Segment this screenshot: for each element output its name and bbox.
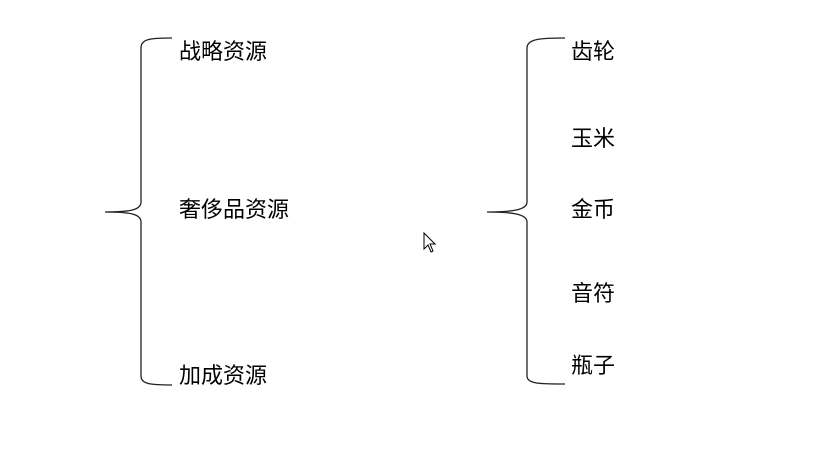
left-brace (104, 37, 173, 386)
right-item-gear: 齿轮 (571, 40, 616, 65)
left-item-luxury: 奢侈品资源 (179, 198, 290, 223)
mouse-pointer-icon (423, 232, 437, 253)
right-item-note: 音符 (571, 282, 616, 307)
right-item-coin: 金币 (571, 198, 616, 223)
right-item-bottle: 瓶子 (571, 354, 616, 379)
left-item-strategic: 战略资源 (179, 40, 268, 65)
right-item-corn: 玉米 (571, 127, 616, 152)
right-brace (486, 37, 566, 385)
left-item-bonus: 加成资源 (179, 364, 268, 389)
